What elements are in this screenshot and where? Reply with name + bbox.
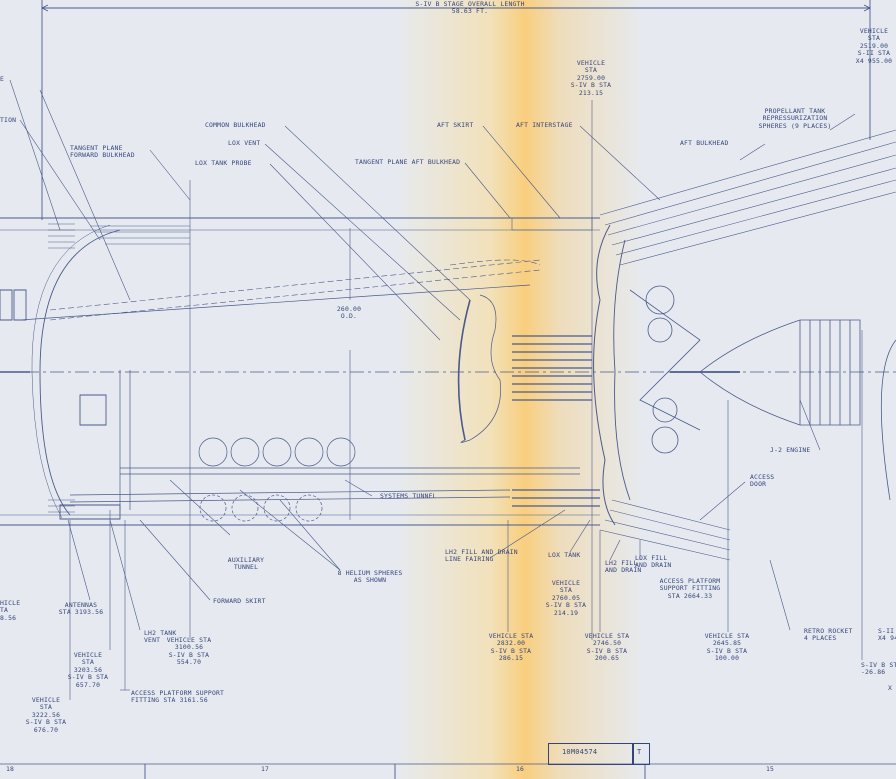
station-left-partial-label: HICLE TA 8.56: [0, 599, 21, 622]
station-right-x-label: X: [888, 684, 893, 692]
lox-vent-label: LOX VENT: [228, 139, 261, 147]
access-platform-left-label: ACCESS PLATFORM SUPPORT FITTING STA 3161…: [131, 689, 225, 705]
tangent-plane-forward-label: TANGENT PLANE FORWARD BULKHEAD: [70, 144, 135, 160]
common-bulkhead: [459, 300, 470, 440]
j2-engine-label: J-2 ENGINE: [770, 446, 811, 454]
lh2-fill-label: LH2 FILL AND DRAIN LINE FAIRING: [445, 548, 518, 564]
aft-skirt-hatch: [512, 218, 600, 506]
diameter-label: 260.00 O.D.: [336, 305, 362, 321]
edge-e-label: E: [0, 75, 5, 83]
antennas-label: ANTENNAS STA 3193.56: [58, 601, 104, 617]
zone-label: 18: [5, 765, 15, 773]
zone-label: 15: [765, 765, 775, 773]
lox-tank-probe-label: LOX TANK PROBE: [195, 159, 252, 167]
sheet-letter: T: [637, 748, 642, 756]
forward-skirt-label: FORWARD SKIRT: [213, 597, 266, 605]
propellant-tank-label: PROPELLANT TANK REPRESSURIZATION SPHERES…: [758, 107, 832, 130]
station-2746-label: VEHICLE STA 2746.50 S-IV B STA 200.65: [584, 632, 630, 663]
lox-fill-label: LOX FILL AND DRAIN: [635, 554, 672, 570]
systems-tunnel: [70, 468, 580, 502]
sheet-letter-box: [632, 743, 650, 765]
station-3203-label: VEHICLE STA 3203.56 S-IV B STA 657.70: [67, 651, 109, 689]
station-lines: [70, 100, 862, 700]
aft-bulkhead: [594, 225, 615, 525]
drawing-number-box: [548, 743, 634, 765]
auxiliary-tunnel-label: AUXILIARY TUNNEL: [227, 556, 265, 572]
aft-bulkhead-label: AFT BULKHEAD: [680, 139, 729, 147]
zone-label: 17: [260, 765, 270, 773]
station-3222-label: VEHICLE STA 3222.56 S-IV B STA 676.70: [25, 696, 67, 734]
overall-length-label: S-IV B STAGE OVERALL LENGTH 58.63 FT.: [415, 0, 525, 16]
aft-interstage: [600, 130, 896, 560]
station-3100-label: VEHICLE STA 3100.56 S-IV B STA 554.70: [166, 636, 212, 667]
lh2-vent-label: LH2 TANK VENT: [144, 629, 177, 645]
station-2832-label: VEHICLE STA 2832.00 S-IV B STA 286.15: [488, 632, 534, 663]
lox-tank-label: LOX TANK: [548, 551, 581, 559]
helium-spheres: [199, 438, 355, 521]
station-2519-label: VEHICLE STA 2519.00 S-II STA X4 955.00: [855, 27, 893, 65]
station-right-partial-label: S-IV B ST -26.86: [861, 661, 896, 677]
station-right-partial2-label: S-II S X4 94: [878, 627, 896, 643]
station-2645-label: VEHICLE STA 2645.85 S-IV B STA 100.00: [704, 632, 750, 663]
zone-label: 16: [515, 765, 525, 773]
station-2760-label: VEHICLE STA 2760.05 S-IV B STA 214.19: [545, 579, 587, 617]
j2-engine: [630, 286, 860, 453]
common-bulkhead-label: COMMON BULKHEAD: [205, 121, 266, 129]
edge-tion-label: TION: [0, 116, 17, 124]
helium-spheres-label: 8 HELIUM SPHERES AS SHOWN: [337, 569, 403, 585]
station-2759-label: VEHICLE STA 2759.00 S-IV B STA 213.15: [570, 59, 612, 97]
aft-interstage-label: AFT INTERSTAGE: [516, 121, 573, 129]
lh2-fill-drain-label: LH2 FILL AND DRAIN: [605, 559, 642, 575]
systems-tunnel-label: SYSTEMS TUNNEL: [380, 492, 437, 500]
leader-lines: [10, 80, 855, 690]
access-platform-label: ACCESS PLATFORM SUPPORT FITTING STA 2664…: [659, 577, 721, 600]
drawing-number: 10M04574: [562, 748, 598, 756]
forward-bulkhead: [40, 230, 120, 515]
access-door-label: ACCESS DOOR: [750, 473, 775, 489]
forward-skirt-hatch: [48, 218, 190, 512]
tangent-plane-aft-label: TANGENT PLANE AFT BULKHEAD: [355, 158, 461, 166]
aft-skirt-label: AFT SKIRT: [437, 121, 474, 129]
retro-rocket-label: RETRO ROCKET 4 PLACES: [804, 627, 853, 643]
